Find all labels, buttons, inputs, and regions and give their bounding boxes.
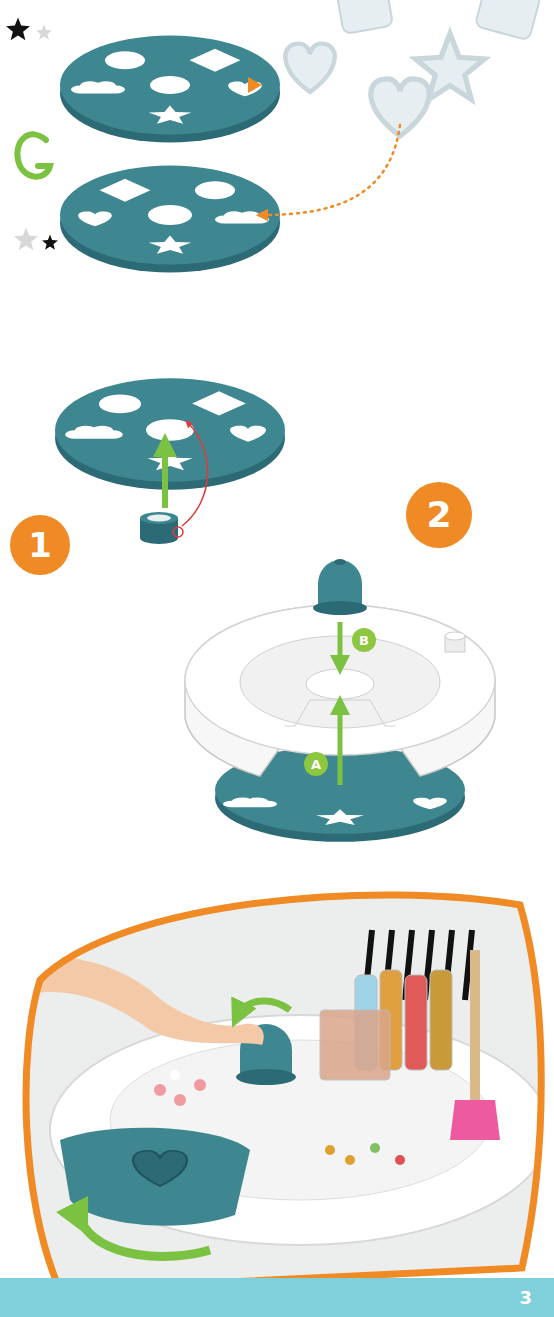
callout-number: B [359,634,369,647]
callout-number: A [311,758,321,771]
shape-disc [60,35,280,142]
shape-disc [60,166,280,273]
insert-arrow [338,622,343,665]
align-arrow [182,423,208,526]
page-band: 3 [0,1278,554,1317]
page-number: 3 [519,1289,532,1307]
callout-number: 1 [28,528,52,562]
insert-arrow [338,705,343,785]
callout-letter: A [304,752,328,776]
usage-photo [0,880,554,1300]
base-unit [185,559,495,842]
flip-arrow [17,134,50,176]
step-badge: 2 [406,482,472,548]
callout-letter: B [352,628,376,652]
ring-part [140,512,183,544]
star-marks [6,17,58,250]
dotted-arrow [262,125,400,215]
insert-arrow [162,445,168,508]
shape-disc [55,378,285,490]
pointer-arrow [248,77,262,93]
step-badge: 1 [10,515,70,575]
callout-number: 2 [426,497,451,533]
mold-pieces [285,0,540,136]
